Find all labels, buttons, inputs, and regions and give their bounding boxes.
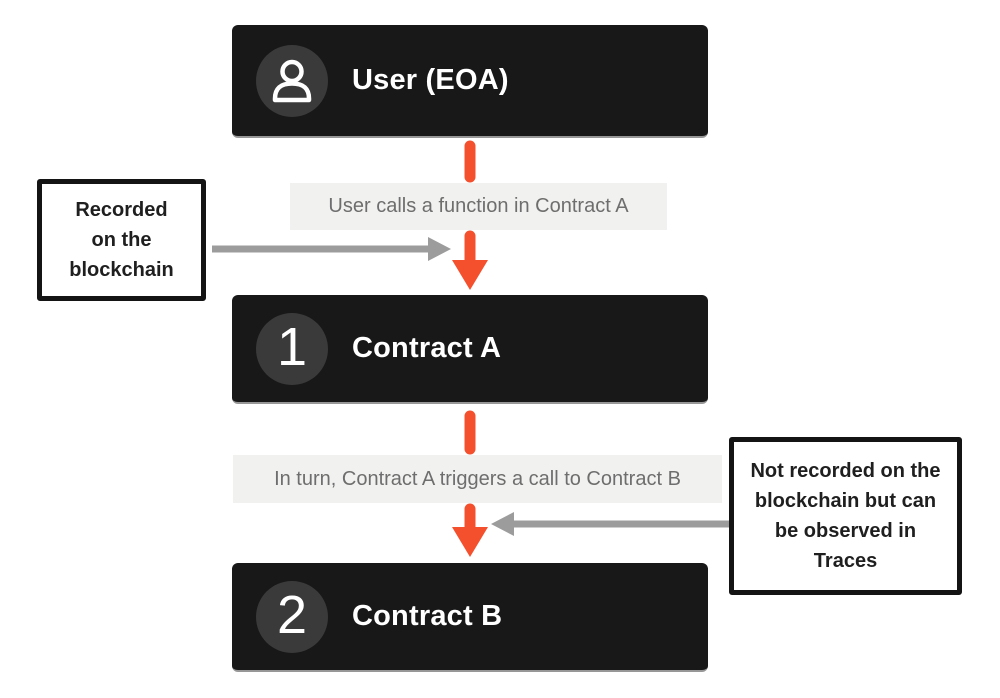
node-title: Contract B: [352, 600, 503, 632]
step-number: 1: [276, 316, 308, 377]
user-badge: [256, 44, 328, 117]
annotation-text: Recorded on the blockchain: [69, 199, 174, 281]
step-number: 2: [276, 584, 308, 645]
step-1-badge: 1: [256, 312, 328, 385]
user-icon: [272, 59, 312, 102]
flow-label-text: User calls a function in Contract A: [328, 195, 629, 217]
annotation-text: Not recorded on the blockchain but can b…: [750, 460, 941, 572]
node-contract-b: 2 Contract B: [232, 563, 708, 672]
node-contract-a: 1 Contract A: [232, 295, 708, 404]
node-title: Contract A: [352, 332, 502, 364]
step-2-badge: 2: [256, 580, 328, 653]
node-user-eoa: User (EOA): [232, 25, 708, 138]
gray-arrow-right: [212, 237, 451, 261]
flow-label-internal-call: In turn, Contract A triggers a call to C…: [233, 455, 722, 503]
annotation-not-recorded-traces: Not recorded on the blockchain but can b…: [729, 437, 962, 595]
flow-label-user-call: User calls a function in Contract A: [290, 183, 667, 230]
gray-arrow-left: [491, 512, 729, 536]
annotation-recorded-on-chain: Recorded on the blockchain: [37, 179, 206, 301]
node-title: User (EOA): [352, 64, 509, 96]
flow-label-text: In turn, Contract A triggers a call to C…: [274, 467, 681, 490]
